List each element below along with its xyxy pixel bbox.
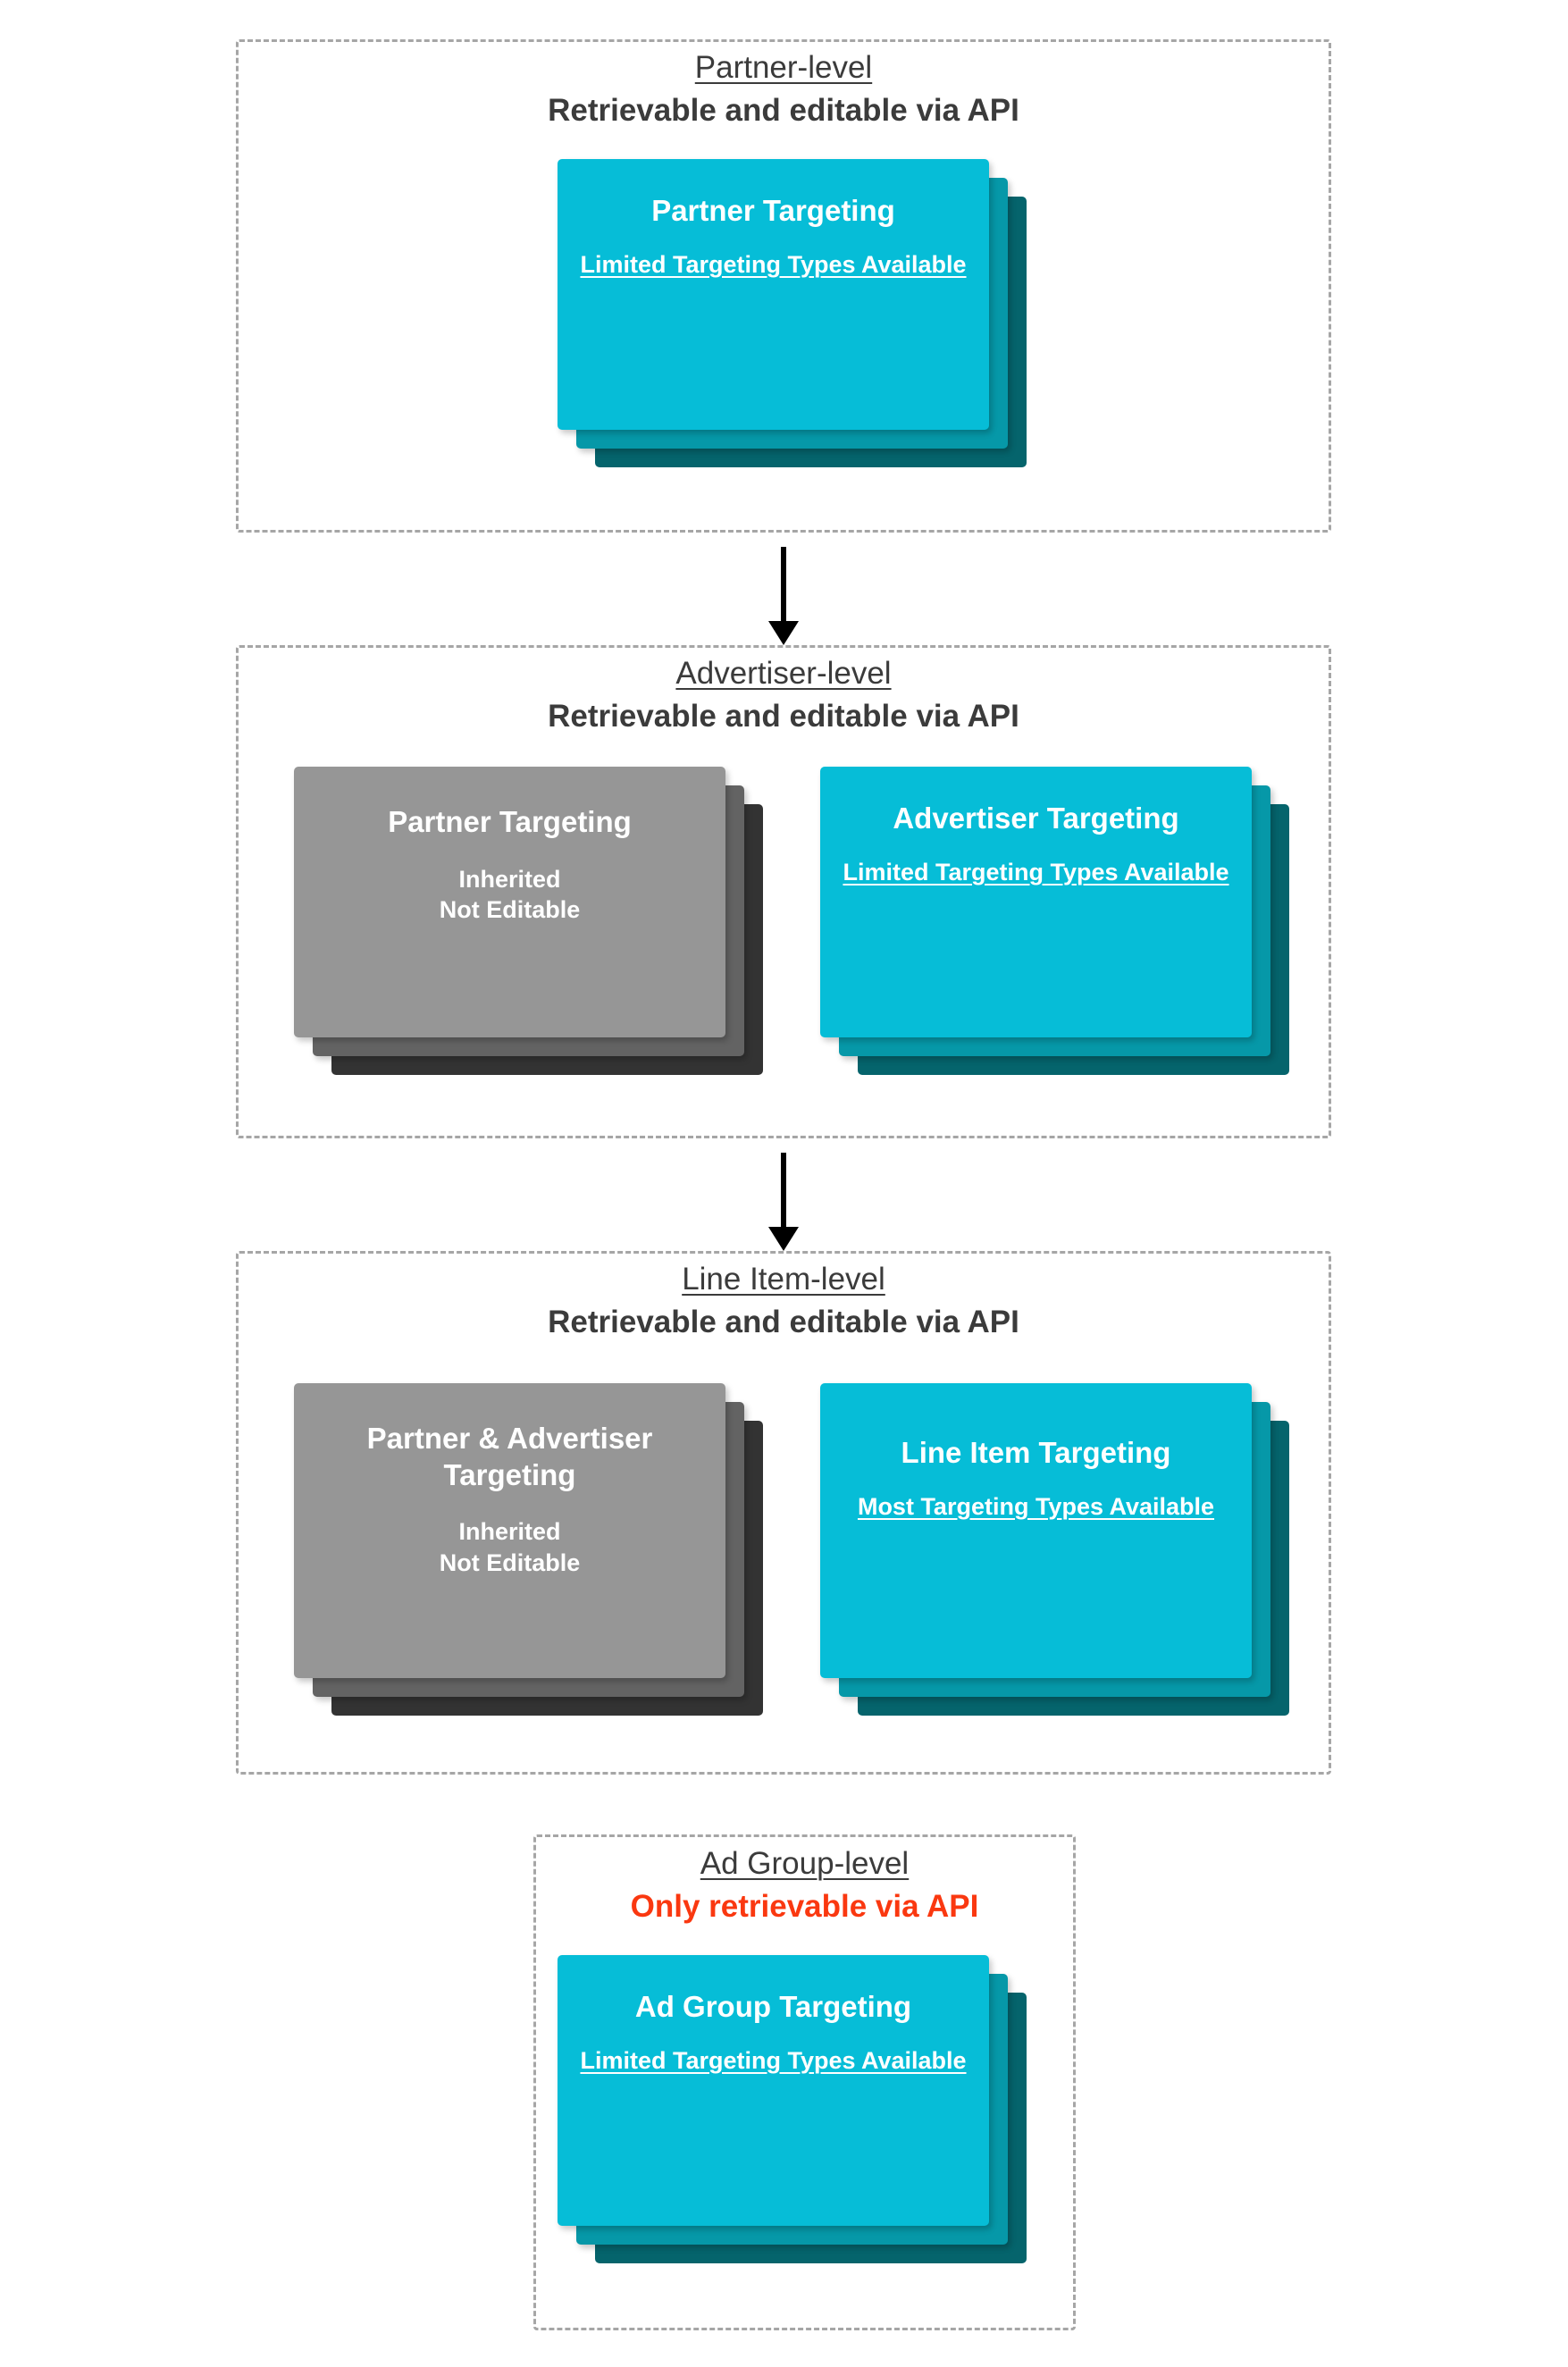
level-subtitle-partner: Retrievable and editable via API — [548, 93, 1019, 129]
level-heading-line-item: Line Item-level Retrievable and editable… — [236, 1260, 1331, 1342]
connector-partner-to-advertiser — [768, 547, 799, 645]
card-stack-advertiser-targeting[interactable]: Advertiser Targeting Limited Targeting T… — [820, 767, 1294, 1115]
card-title: Partner & Advertiser Targeting — [366, 1422, 653, 1491]
card-note: Inherited Not Editable — [439, 1518, 581, 1576]
card-note: Limited Targeting Types Available — [580, 2046, 967, 2074]
card-front-ad-group-targeting[interactable]: Ad Group Targeting Limited Targeting Typ… — [558, 1955, 989, 2226]
level-heading-ad-group: Ad Group-level Only retrievable via API — [533, 1844, 1076, 1926]
card-title: Line Item Targeting — [901, 1436, 1171, 1469]
card-stack-partner-targeting-inherited[interactable]: Partner Targeting Inherited Not Editable — [294, 767, 767, 1115]
level-title-partner: Partner-level — [694, 50, 873, 85]
level-container-ad-group — [533, 1834, 1076, 2330]
level-container-partner — [236, 39, 1331, 533]
card-stack-partner-targeting[interactable]: Partner Targeting Limited Targeting Type… — [558, 159, 1031, 508]
level-subtitle-advertiser: Retrievable and editable via API — [548, 699, 1019, 734]
level-container-line-item — [236, 1251, 1331, 1775]
card-front-advertiser-targeting[interactable]: Advertiser Targeting Limited Targeting T… — [820, 767, 1252, 1037]
card-front-partner-advertiser-targeting-inherited[interactable]: Partner & Advertiser Targeting Inherited… — [294, 1383, 725, 1678]
level-heading-advertiser: Advertiser-level Retrievable and editabl… — [236, 654, 1331, 736]
card-title: Ad Group Targeting — [634, 1990, 912, 2023]
connector-advertiser-to-line-item — [768, 1153, 799, 1251]
card-title: Partner Targeting — [651, 194, 895, 227]
level-title-line-item: Line Item-level — [682, 1262, 885, 1297]
level-title-advertiser: Advertiser-level — [675, 656, 892, 691]
card-title: Partner Targeting — [388, 805, 632, 838]
card-title: Advertiser Targeting — [893, 802, 1179, 835]
level-title-ad-group: Ad Group-level — [700, 1846, 910, 1881]
card-note: Limited Targeting Types Available — [580, 250, 967, 278]
level-heading-partner: Partner-level Retrievable and editable v… — [236, 48, 1331, 130]
card-stack-ad-group-targeting[interactable]: Ad Group Targeting Limited Targeting Typ… — [558, 1955, 1031, 2304]
level-subtitle-ad-group: Only retrievable via API — [630, 1889, 979, 1925]
arrowhead-icon — [768, 1227, 799, 1251]
card-note: Limited Targeting Types Available — [843, 858, 1229, 886]
card-front-line-item-targeting[interactable]: Line Item Targeting Most Targeting Types… — [820, 1383, 1252, 1678]
level-container-advertiser — [236, 645, 1331, 1138]
card-note: Inherited Not Editable — [439, 865, 581, 924]
card-stack-partner-advertiser-targeting-inherited[interactable]: Partner & Advertiser Targeting Inherited… — [294, 1383, 767, 1750]
card-note: Most Targeting Types Available — [857, 1492, 1215, 1520]
level-subtitle-line-item: Retrievable and editable via API — [548, 1305, 1019, 1340]
card-front-partner-targeting-inherited[interactable]: Partner Targeting Inherited Not Editable — [294, 767, 725, 1037]
card-front-partner-targeting[interactable]: Partner Targeting Limited Targeting Type… — [558, 159, 989, 430]
arrowhead-icon — [768, 621, 799, 645]
card-stack-line-item-targeting[interactable]: Line Item Targeting Most Targeting Types… — [820, 1383, 1294, 1750]
